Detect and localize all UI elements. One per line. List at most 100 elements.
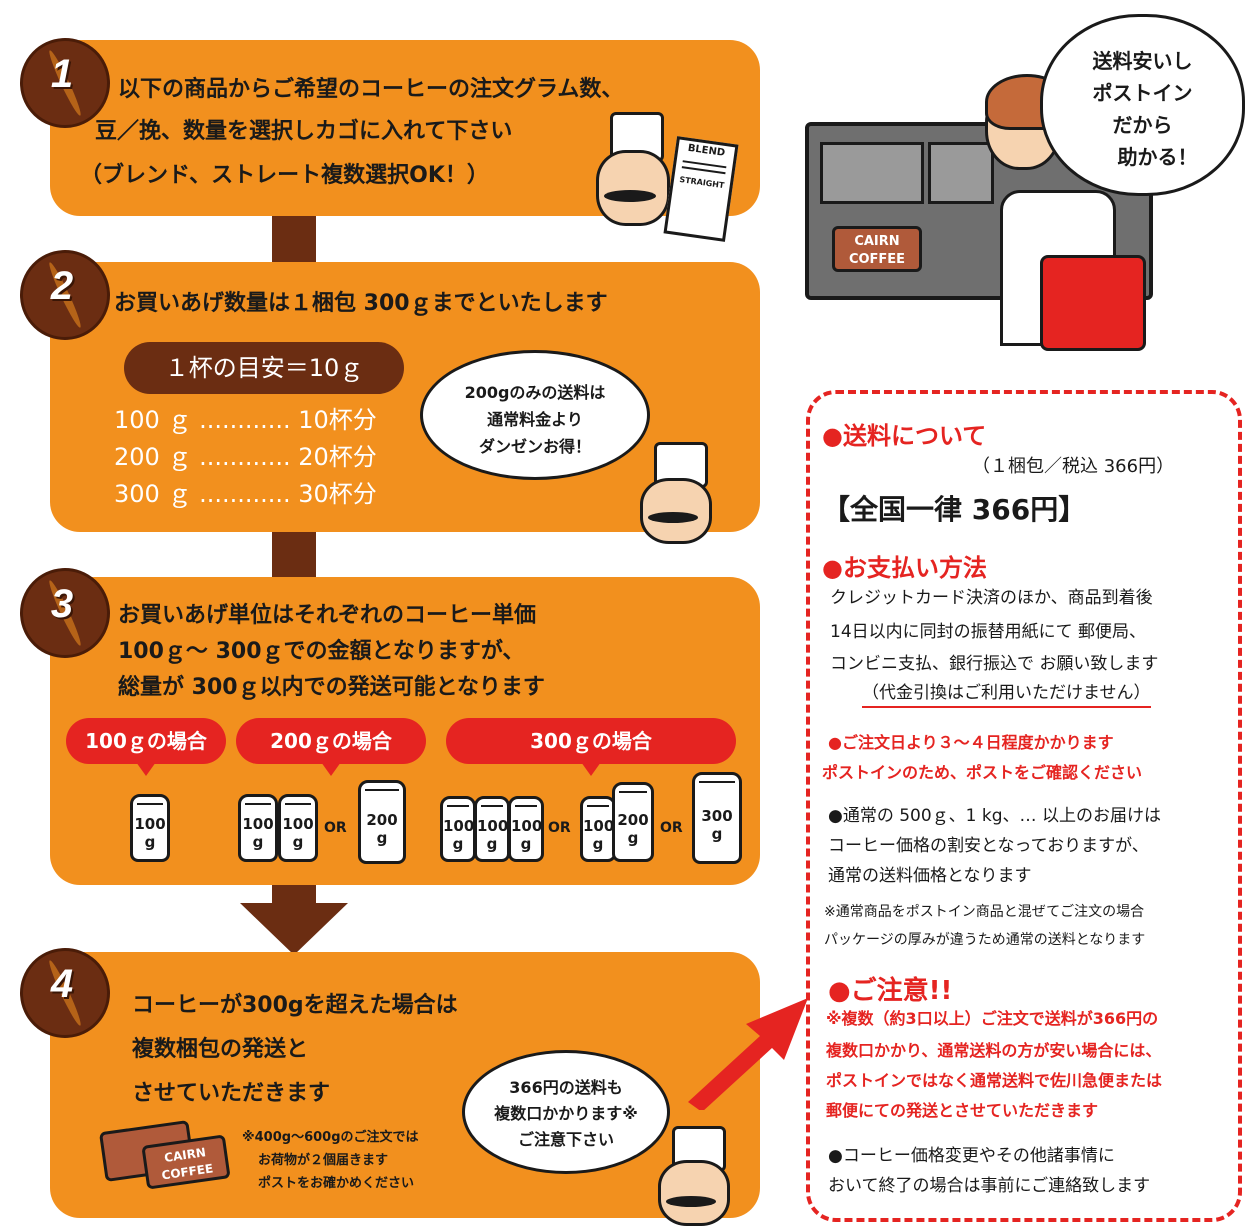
row-dots: ............ (199, 406, 291, 434)
bag-unit: g (144, 833, 156, 851)
bag-label: 100 (477, 817, 509, 835)
normal-line: 通常の送料価格となります (828, 866, 1032, 886)
bag-unit: g (711, 825, 723, 843)
bubble-line: 200gのみの送料は (464, 383, 606, 402)
row-dots: ............ (199, 480, 291, 508)
or-label: OR (548, 820, 571, 836)
speech-line: ポストイン (1092, 81, 1193, 105)
menu-sign: BLEND STRAIGHT (663, 136, 739, 242)
step-number: 3 (50, 582, 74, 626)
mailbox-slot (928, 142, 994, 204)
step-4-note: ※400g〜600gのご注文では お荷物が２個届きます ポストをお確かめください (242, 1126, 419, 1195)
end-line: ●コーヒー価格変更やその他諸事情に (828, 1146, 1115, 1166)
payment-line: クレジットカード決済のほか、商品到着後 (830, 588, 1153, 608)
step-number: 1 (50, 52, 74, 96)
step-4-line: 複数梱包の発送と (132, 1037, 309, 1062)
row-grams: 100 ｇ (114, 406, 192, 434)
bag-unit: g (376, 829, 388, 847)
row-grams: 200 ｇ (114, 443, 192, 471)
row-grams: 300 ｇ (114, 480, 192, 508)
multi-shipping-bubble: 366円の送料も 複数口かかります※ ご注意下さい (462, 1050, 670, 1174)
sign-straight-label: STRAIGHT (678, 174, 725, 191)
delivery-line: ポストインのため、ポストをご確認ください (822, 763, 1143, 782)
step-3-line: お買いあげ単位はそれぞれのコーヒー単価 (118, 603, 537, 628)
mix-note: パッケージの厚みが違うため通常の送料となります (824, 932, 1146, 948)
bag-unit: g (252, 833, 264, 851)
mascot-face (658, 1160, 730, 1226)
step-3-line: 総量が 300ｇ以内での発送可能となります (118, 675, 545, 700)
mix-note: ※通常商品をポストイン商品と混ぜてご注文の場合 (824, 904, 1145, 920)
note-line: お荷物が２個届きます (258, 1153, 389, 1168)
bag-unit: g (292, 833, 304, 851)
case-300g-tab: 300ｇの場合 (446, 718, 736, 776)
delivery-line: ●ご注文日より３〜４日程度かかります (828, 733, 1114, 752)
speech-line: だから (1112, 113, 1173, 137)
mustache-icon (648, 512, 698, 523)
bag-label: 200 (617, 811, 649, 829)
speech-line: 送料安いし (1092, 49, 1193, 73)
mailbox-slot (820, 142, 924, 204)
row-dots: ............ (199, 443, 291, 471)
savings-bubble: 200gのみの送料は 通常料金より ダンゼンお得！ (420, 350, 650, 480)
bag-unit: g (520, 835, 532, 853)
normal-line: コーヒー価格の割安となっておりますが、 (828, 836, 1149, 856)
normal-line: ●通常の 500ｇ、1 kg、… 以上のお届けは (828, 806, 1161, 826)
or-label: OR (324, 820, 347, 836)
end-line: おいて終了の場合は事前にご連絡致します (828, 1176, 1151, 1196)
bag-label: 100 (282, 815, 314, 833)
mascot-face (640, 478, 712, 544)
mascot-face (596, 150, 670, 226)
note-line: ポストをお確かめください (258, 1176, 415, 1191)
step-3-line: 100ｇ〜 300ｇでの金額となりますが、 (118, 639, 525, 664)
coffee-package-icon: CAIRN COFFEE (832, 226, 922, 272)
step-4-line: コーヒーが300gを超えた場合は (132, 993, 458, 1018)
or-label: OR (660, 820, 683, 836)
red-bag-icon (1040, 255, 1146, 351)
caution-line: ポストインではなく通常送料で佐川急便または (826, 1071, 1163, 1090)
flow-arrow-down (240, 903, 348, 955)
bag-label: 100 (242, 815, 274, 833)
cup-row: 300 ｇ ............ 30杯分 (114, 476, 377, 513)
shipping-title: ●送料について (822, 422, 987, 450)
bag-label: 100 (511, 817, 543, 835)
bubble-line: 通常料金より (487, 410, 583, 429)
bag-unit: g (486, 835, 498, 853)
speech-line: 助かる！ (1117, 145, 1198, 169)
payment-line: コンビニ支払、銀行振込で お願い致します (830, 654, 1159, 674)
brand-cairn: CAIRN (854, 234, 900, 249)
bag-label: 300 (701, 807, 733, 825)
brand-coffee: COFFEE (848, 252, 906, 267)
payment-line: 14日以内に同封の振替用紙にて 郵便局、 (830, 622, 1147, 642)
bag-label: 100 (443, 817, 475, 835)
payment-note: （代金引換はご利用いただけません） (862, 680, 1151, 708)
cup-row: 200 ｇ ............ 20杯分 (114, 439, 377, 476)
bag-unit: g (592, 835, 604, 853)
mustache-icon (604, 190, 656, 202)
caution-line: ※複数（約3口以上）ご注文で送料が366円の (826, 1009, 1159, 1028)
shipping-info-panel (806, 390, 1242, 1222)
step-number: 2 (50, 264, 74, 308)
cup-guide-pill: １杯の目安＝10ｇ (124, 342, 404, 394)
flow-arrow-stem (272, 883, 316, 905)
speech-bubble: 送料安いし ポストイン だから 助かる！ (1040, 14, 1245, 196)
step-number: 4 (50, 962, 74, 1006)
caution-title: ●ご注意!! (828, 976, 953, 1006)
bag-unit: g (452, 835, 464, 853)
shipping-sub: （１梱包／税込 366円） (972, 456, 1175, 477)
step-1-line: 豆／挽、数量を選択しカゴに入れて下さい (95, 119, 513, 144)
bubble-line: ダンゼンお得！ (478, 437, 591, 456)
caution-line: 郵便にての発送とさせていただきます (826, 1101, 1099, 1120)
row-cups: 20杯分 (298, 443, 377, 471)
shipping-price: 【全国一律 366円】 (822, 493, 1087, 526)
row-cups: 10杯分 (298, 406, 377, 434)
step-1-line: （ブレンド、ストレート複数選択OK！） (80, 163, 489, 188)
step-1-line: 以下の商品からご希望のコーヒーの注文グラム数、 (118, 77, 624, 102)
case-200g-tab: 200ｇの場合 (236, 718, 426, 776)
